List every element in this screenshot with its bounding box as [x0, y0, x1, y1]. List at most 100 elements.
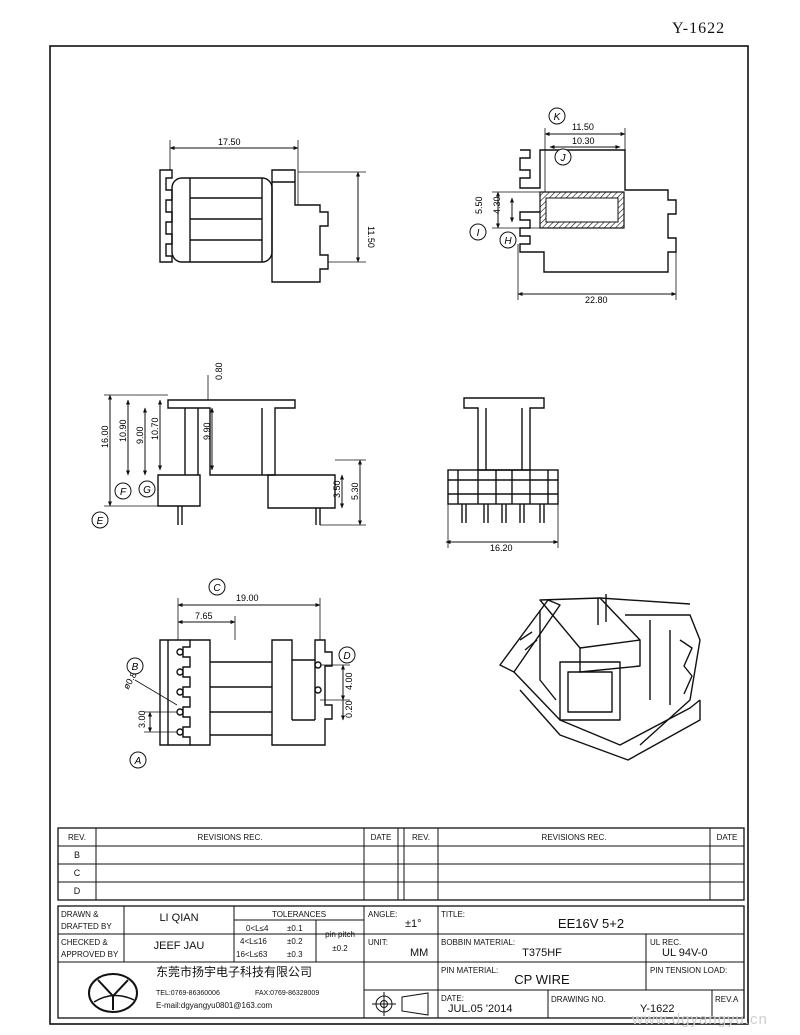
tolerance-value: ±0.3: [287, 950, 303, 959]
dim-text: 16.00: [100, 425, 110, 448]
svg-text:G: G: [143, 485, 151, 496]
svg-text:B: B: [132, 662, 139, 673]
side-view: [492, 128, 677, 300]
front-view: [104, 375, 366, 526]
dim-text: 5.50: [474, 196, 484, 214]
rev-header-right: REV.: [412, 833, 430, 842]
checked-label: CHECKED &: [61, 938, 108, 947]
tolerance-value: ±0.2: [287, 937, 303, 946]
dim-text: 17.50: [218, 137, 241, 147]
angle-label: ANGLE:: [368, 910, 398, 919]
top-view: [159, 140, 366, 283]
dim-text: 22.80: [585, 295, 608, 305]
callout-h: [499, 231, 517, 249]
dim-text: 3.50: [332, 480, 342, 498]
date-header-right: DATE: [716, 833, 738, 842]
dim-text: 19.00: [236, 593, 259, 603]
angle-value: ±1°: [405, 918, 422, 930]
tolerance-range: 4<L≤16: [240, 937, 267, 946]
tolerance-range: 16<L≤63: [236, 950, 268, 959]
rev-label: REV.A: [715, 995, 739, 1004]
svg-text:A: A: [134, 756, 142, 767]
unit-label: UNIT:: [368, 938, 388, 947]
callout-e: [91, 511, 109, 529]
date-value: JUL.05 '2014: [448, 1003, 513, 1015]
dim-text: 7.65: [195, 611, 213, 621]
revision-table: [57, 827, 745, 901]
pin-material-value: CP WIRE: [514, 972, 570, 987]
callout-k: [548, 107, 566, 125]
dim-text: 16.20: [490, 543, 513, 553]
date-header-left: DATE: [370, 833, 392, 842]
checked-by: JEEF JAU: [153, 940, 205, 952]
date-label: DATE:: [441, 994, 464, 1003]
rev-header-left: REV.: [68, 833, 86, 842]
ul-rec-value: UL 94V-0: [662, 947, 708, 959]
company-email: E-mail:dgyangyu0801@163.com: [156, 1001, 273, 1010]
title-block-grid: [57, 905, 745, 1019]
dim-text: 11.50: [366, 226, 376, 248]
approved-label: APPROVED BY: [61, 950, 119, 959]
svg-text:I: I: [477, 228, 480, 239]
callout-b: [126, 657, 144, 675]
isometric-view: [499, 594, 701, 761]
dim-text: 10.30: [572, 136, 595, 146]
drawn-label: DRAWN &: [61, 910, 99, 919]
ul-rec-label: UL REC.: [650, 938, 682, 947]
pin-pitch-label: pin pitch: [325, 930, 355, 939]
company-name: 东莞市扬宇电子科技有限公司: [156, 965, 313, 979]
title-label: TITLE:: [441, 910, 466, 919]
dim-text: 9.90: [202, 422, 212, 440]
tolerance-value: ±0.1: [287, 924, 303, 933]
dim-text: 3.00: [137, 710, 147, 728]
projection-symbol: [372, 992, 429, 1016]
drawing-frame: [49, 45, 749, 1025]
dim-text: 4.00: [344, 672, 354, 690]
bottom-view: [134, 598, 350, 746]
tolerances-label: TOLERANCES: [271, 910, 327, 919]
watermark: www.dgyangyu.cn: [632, 1011, 768, 1028]
callout-f: [114, 482, 132, 500]
dim-text: 9.00: [135, 426, 145, 444]
revisions-header-left: REVISIONS REC.: [197, 833, 263, 842]
svg-text:H: H: [504, 236, 512, 247]
dim-text: 11.50: [572, 122, 594, 132]
callout-c: [208, 578, 226, 596]
callout-i: [469, 223, 487, 241]
callout-j: [554, 148, 572, 166]
pin-pitch-value: ±0.2: [332, 944, 348, 953]
revisions-header-right: REVISIONS REC.: [541, 833, 607, 842]
svg-text:D: D: [343, 651, 350, 662]
rev-row-d: D: [73, 886, 81, 896]
unit-value: MM: [410, 947, 429, 959]
svg-text:K: K: [554, 112, 562, 123]
tolerance-range: 0<L≤4: [246, 924, 269, 933]
pin-material-label: PIN MATERIAL:: [441, 966, 499, 975]
rev-row-c: C: [73, 868, 81, 878]
company-logo: [88, 973, 138, 1013]
svg-text:F: F: [120, 487, 127, 498]
bobbin-material-value: T375HF: [522, 947, 562, 959]
drawing-no-value: Y-1622: [640, 1003, 675, 1015]
svg-text:J: J: [560, 153, 567, 164]
rev-row-b: B: [73, 850, 80, 860]
company-fax: FAX:0769-86328009: [255, 990, 320, 997]
svg-text:E: E: [97, 516, 104, 527]
drafted-label: DRAFTED BY: [61, 922, 112, 931]
dim-text: 4.30: [492, 196, 502, 214]
dim-text: 5.30: [350, 482, 360, 500]
drawn-by: LI QIAN: [159, 912, 199, 924]
dim-text: 10.70: [150, 417, 160, 440]
bobbin-material-label: BOBBIN MATERIAL:: [441, 938, 516, 947]
company-tel: TEL:0769-86360006: [156, 990, 220, 997]
document-number: Y-1622: [672, 20, 726, 37]
title-value: EE16V 5+2: [557, 916, 625, 931]
end-view: [445, 397, 559, 548]
dim-text: 0.80: [214, 362, 224, 380]
svg-text:C: C: [213, 583, 221, 594]
dim-text: 10.90: [118, 419, 128, 442]
callout-g: [138, 480, 156, 498]
pin-tension-label: PIN TENSION LOAD:: [650, 966, 728, 975]
callout-d: [338, 646, 356, 664]
